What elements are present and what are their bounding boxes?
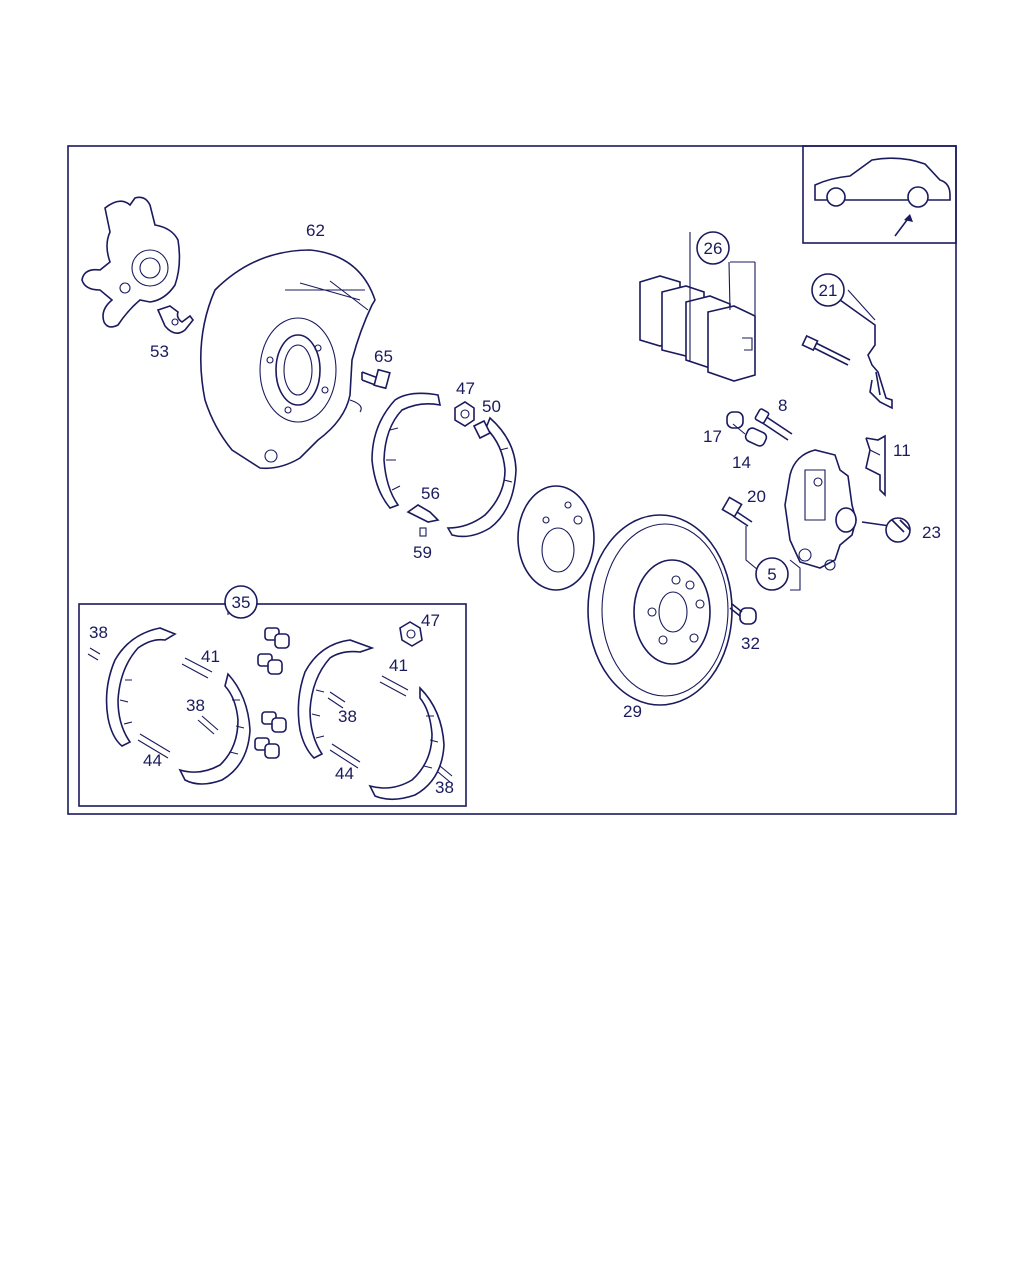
- callout-5-circle: [755, 557, 789, 591]
- label-38-d: 38: [435, 778, 454, 797]
- label-32: 32: [741, 634, 760, 653]
- brake-caliper: [784, 449, 857, 571]
- label-44-b: 44: [335, 764, 354, 783]
- kit-box-35: [78, 603, 467, 807]
- adjuster-nut-47: [454, 401, 475, 427]
- label-65: 65: [374, 347, 393, 366]
- diagram-frame: [67, 145, 957, 815]
- label-62: 62: [306, 221, 325, 240]
- bracket-53: [156, 305, 195, 334]
- car-rear-wheel-locator-icon: [802, 145, 957, 244]
- label-41-a: 41: [201, 647, 220, 666]
- label-47-kit: 47: [421, 611, 440, 630]
- pin-8: [754, 408, 793, 441]
- parking-brake-shoes: [371, 392, 517, 538]
- bolt-20: [721, 496, 753, 527]
- brake-disc: [587, 514, 733, 706]
- label-56: 56: [421, 484, 440, 503]
- label-17: 17: [703, 427, 722, 446]
- spring-clip-11: [865, 434, 886, 497]
- brake-pads: [639, 232, 756, 382]
- pin-59: [419, 527, 427, 537]
- bolt-65: [361, 368, 391, 390]
- sleeve-50: [472, 419, 492, 440]
- boot-17: [726, 411, 746, 435]
- label-38-b: 38: [186, 696, 205, 715]
- label-38-c: 38: [338, 707, 357, 726]
- bolt-32: [729, 603, 757, 625]
- label-8: 8: [778, 396, 787, 415]
- sleeve-14: [744, 427, 768, 447]
- wheel-hub: [517, 485, 595, 591]
- label-21: 21: [819, 281, 838, 300]
- label-50: 50: [482, 397, 501, 416]
- label-41-b: 41: [389, 656, 408, 675]
- label-23: 23: [922, 523, 941, 542]
- label-26: 26: [704, 239, 723, 258]
- wrench-icon: [861, 517, 911, 543]
- label-38-a: 38: [89, 623, 108, 642]
- backing-plate: [199, 249, 376, 470]
- label-14: 14: [732, 453, 751, 472]
- callout-35-circle: [224, 585, 258, 619]
- label-29: 29: [623, 702, 642, 721]
- guide-bolt-21: [801, 299, 893, 410]
- steering-knuckle: [81, 196, 181, 328]
- callout-26-circle: [696, 231, 730, 265]
- label-59: 59: [413, 543, 432, 562]
- callout-21-circle: [811, 273, 845, 307]
- label-11: 11: [893, 441, 911, 460]
- label-35: 35: [232, 593, 251, 612]
- label-53: 53: [150, 342, 169, 361]
- label-5: 5: [767, 565, 776, 584]
- label-44-a: 44: [143, 751, 162, 770]
- label-47: 47: [456, 379, 475, 398]
- leader-lines: [227, 261, 876, 615]
- label-20: 20: [747, 487, 766, 506]
